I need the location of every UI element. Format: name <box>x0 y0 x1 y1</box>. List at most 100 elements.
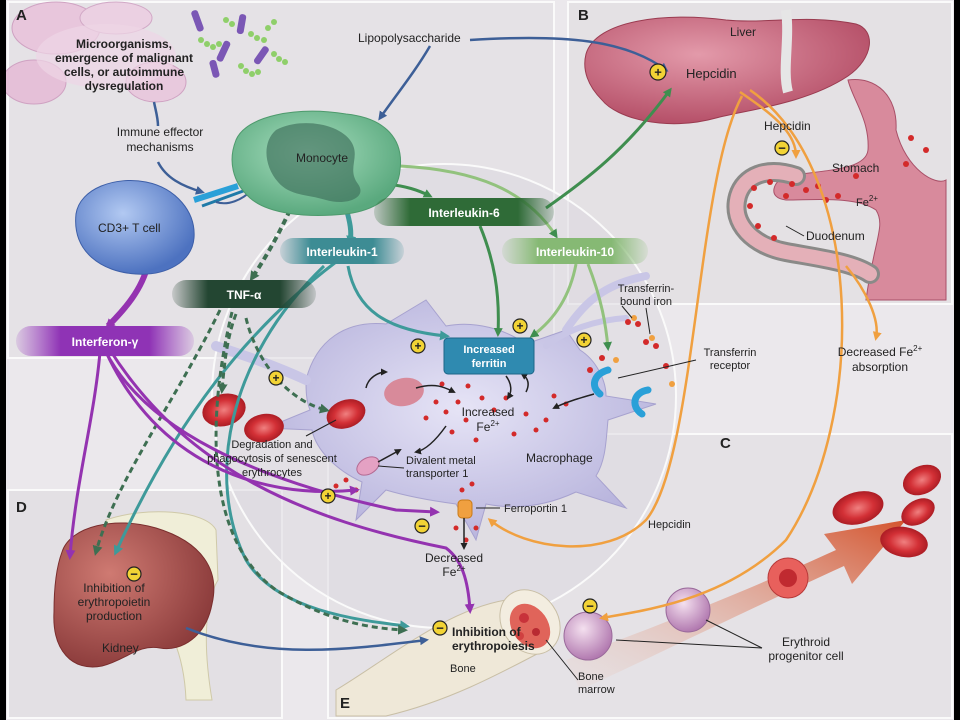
il10-to-ferritin-arrow <box>529 263 578 338</box>
duodenum-to-absorption-arrow <box>845 265 882 341</box>
svg-text:Decreased: Decreased <box>425 551 483 565</box>
ifn-pill <box>16 326 194 356</box>
duodenum-label: Duodenum <box>806 229 865 243</box>
panel-d-letter: D <box>16 499 27 516</box>
tb-iron-leader-2 <box>645 307 651 335</box>
svg-text:Fe2+: Fe2+ <box>476 419 499 434</box>
svg-text:Fe2+: Fe2+ <box>442 564 465 579</box>
duodenum-leader <box>785 225 805 237</box>
panel-a-letter: A <box>16 7 27 24</box>
svg-text:Inhibition of: Inhibition of <box>83 581 145 595</box>
svg-text:absorption: absorption <box>852 360 908 374</box>
tcell-label: CD3+ T cell <box>98 221 161 235</box>
decreased-fe-label: Decreased Fe2+ <box>425 551 483 579</box>
tb-iron-leader-1 <box>621 305 633 319</box>
monocyte-nucleus <box>266 123 361 203</box>
fe-to-ferritin-arrow <box>520 372 529 393</box>
erythroid-leader-1 <box>615 639 763 649</box>
svg-text:phagocytosis of senescent: phagocytosis of senescent <box>207 453 337 465</box>
receptor-to-fe-arrow <box>552 393 595 409</box>
il1-to-bone-arrow <box>225 264 410 631</box>
il10-label: Interleukin-10 <box>536 245 614 259</box>
il10-to-receptor-arrow <box>586 263 612 351</box>
tcr-connector-2 <box>201 188 247 208</box>
degradation-to-fe-arrow <box>415 384 456 393</box>
erythroid-leader-2 <box>705 619 763 649</box>
erythroid-cell-2 <box>665 587 711 633</box>
tnf-pill <box>172 280 316 308</box>
dmt1-transporter <box>356 456 380 476</box>
decreased-absorption-label: Decreased Fe2+ absorption <box>838 344 923 374</box>
tnf-label: TNF-α <box>227 288 262 302</box>
svg-text:Transferrin: Transferrin <box>704 347 757 359</box>
il6-pill <box>374 198 554 226</box>
panel-b-letter: B <box>578 7 589 24</box>
svg-text:Degradation and: Degradation and <box>231 439 312 451</box>
il1-label: Interleukin-1 <box>306 245 378 259</box>
transferrin-receptor-2 <box>631 386 652 418</box>
svg-text:Bone: Bone <box>578 671 604 683</box>
svg-text:erythropoiesis: erythropoiesis <box>452 639 535 653</box>
ifn-to-ferroportin-arrow <box>104 351 440 517</box>
transferrin-receptor-1 <box>590 366 612 398</box>
liver-ligament <box>780 9 793 94</box>
erythroid-label: Erythroid progenitor cell <box>768 635 843 663</box>
hepcidin-liver-label: Hepcidin <box>686 66 737 81</box>
kidney-label: Kidney <box>102 641 139 655</box>
svg-text:−: − <box>130 567 138 582</box>
tcell-cell <box>75 180 195 275</box>
panel-e-letter: E <box>340 695 350 712</box>
svg-text:+: + <box>516 319 523 333</box>
svg-text:Inhibition of: Inhibition of <box>452 625 522 639</box>
transferrin-receptor-label: Transferrin receptor <box>704 347 757 372</box>
stomach-label: Stomach <box>832 161 879 175</box>
svg-text:−: − <box>586 599 594 614</box>
svg-text:Increased: Increased <box>462 405 515 419</box>
immune-effector-label: Immune effector mechanisms <box>117 125 203 154</box>
monocyte-label: Monocyte <box>296 151 348 165</box>
fe-stomach-label: Fe2+ <box>856 194 878 209</box>
senescent-rbc-3 <box>326 399 366 429</box>
tnf-to-kidney-arrow <box>92 309 222 556</box>
hepcidin-to-duodenum-arrow <box>739 90 801 159</box>
svg-text:cells, or autoimmune: cells, or autoimmune <box>64 65 184 79</box>
ifn-label: Interferon-γ <box>72 335 139 349</box>
effector-to-tcell-arrow <box>156 161 205 195</box>
kidney-organ <box>53 522 215 668</box>
il10-pill <box>502 238 648 264</box>
increased-ferritin-label: Increased ferritin <box>463 344 514 370</box>
anemia-inflammation-diagram: + + + + + + − − − − − A B C D E Microorg… <box>6 0 954 720</box>
svg-text:+: + <box>272 371 279 385</box>
svg-text:+: + <box>324 489 331 503</box>
bone-marrow-label: Bone marrow <box>578 671 615 696</box>
svg-text:Decreased Fe2+: Decreased Fe2+ <box>838 344 923 359</box>
hepcidin-to-erythroid-arrow <box>599 88 844 622</box>
tnf-to-rbc-arrow <box>217 313 238 394</box>
svg-text:production: production <box>86 609 142 623</box>
svg-text:erythrocytes: erythrocytes <box>242 467 302 479</box>
svg-text:Microorganisms,: Microorganisms, <box>76 37 172 51</box>
bone-label: Bone <box>450 663 476 675</box>
increased-ferritin-box <box>443 337 535 375</box>
svg-text:Immune effector: Immune effector <box>117 125 203 139</box>
rbc-3 <box>880 526 928 558</box>
microorganisms-label: Microorganisms, emergence of malignant c… <box>55 37 193 93</box>
receptor-leader <box>617 359 697 379</box>
senescent-rbc-1 <box>202 393 246 427</box>
svg-text:Erythroid: Erythroid <box>782 635 830 649</box>
svg-text:emergence of malignant: emergence of malignant <box>55 51 193 65</box>
svg-text:Transferrin-: Transferrin- <box>618 283 675 295</box>
plus-badges: + + + + + + <box>268 63 667 504</box>
microorganism-cells <box>6 1 187 105</box>
ferroportin-channel <box>457 499 473 519</box>
hepcidin-stomach-label: Hepcidin <box>764 119 811 133</box>
svg-text:−: − <box>436 621 444 636</box>
svg-text:mechanisms: mechanisms <box>126 140 193 154</box>
bacteria-icon <box>191 10 288 78</box>
svg-text:progenitor cell: progenitor cell <box>768 649 843 663</box>
il1-to-ferritin-arrow <box>346 265 450 341</box>
kidney-to-bone-arrow <box>185 626 429 651</box>
fe-to-dmt-arrow <box>414 425 447 455</box>
minus-badges: − − − − − <box>126 140 790 636</box>
dmt1-label: Divalent metal transporter 1 <box>406 455 476 480</box>
